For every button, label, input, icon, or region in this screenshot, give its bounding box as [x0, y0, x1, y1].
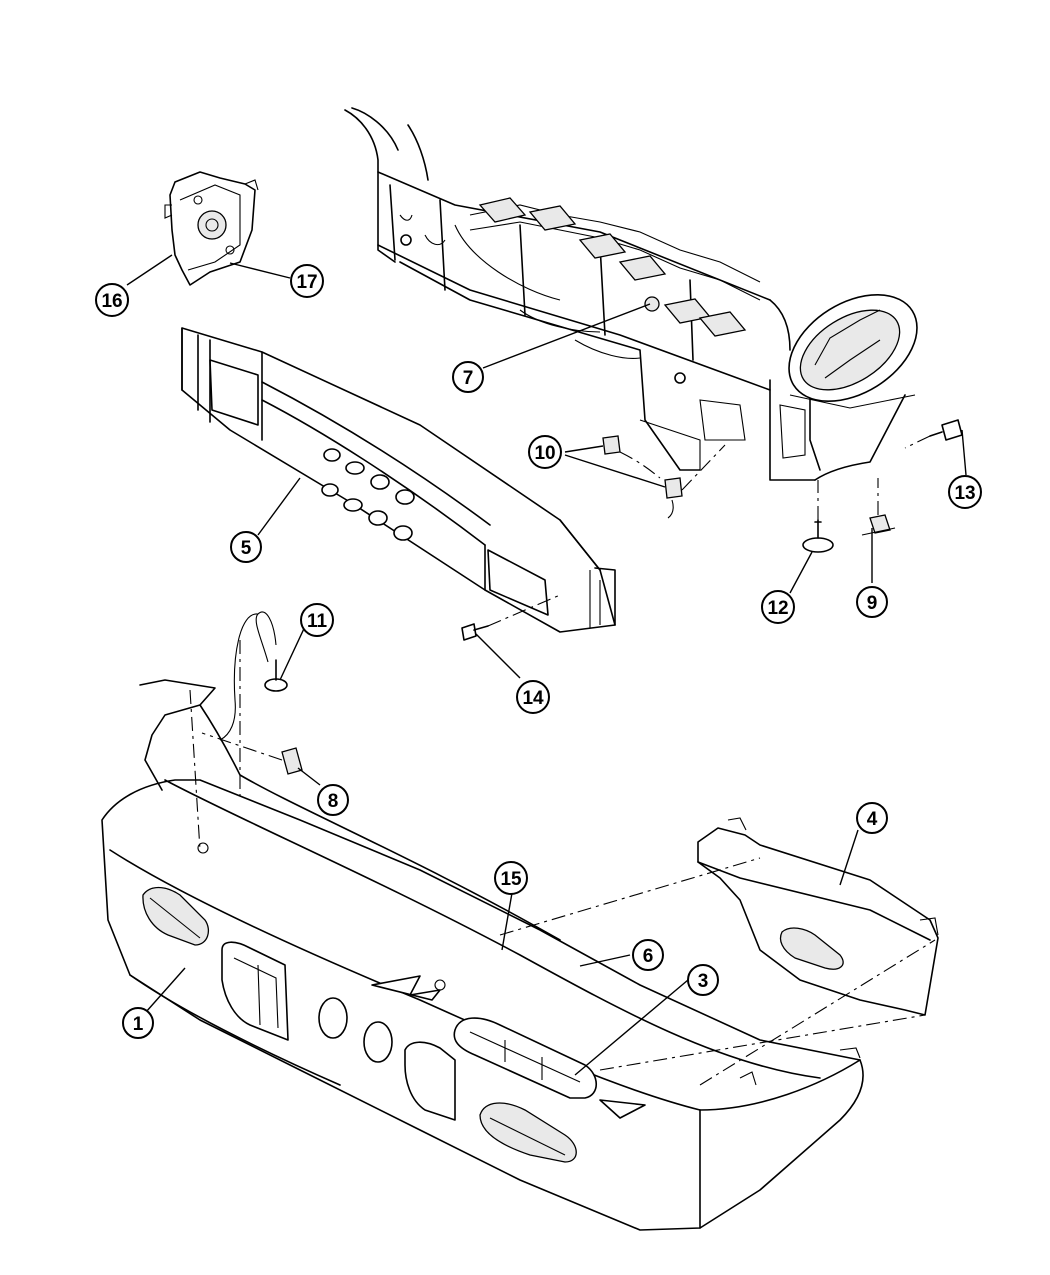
- fascia-support: [499, 817, 939, 1086]
- callout-12-label: 12: [767, 598, 788, 619]
- front-body-structure: [344, 107, 918, 481]
- callout-5-label: 5: [241, 538, 252, 559]
- callout-1-label: 1: [133, 1014, 144, 1035]
- callout-7: 7: [452, 361, 484, 393]
- callout-5: 5: [230, 531, 262, 563]
- callout-15-label: 15: [500, 869, 522, 890]
- bumper-fascia: [101, 679, 864, 1231]
- callout-6: 6: [632, 939, 664, 971]
- callout-9: 9: [856, 586, 888, 618]
- callout-4: 4: [856, 802, 888, 834]
- callout-16: 16: [95, 283, 129, 317]
- callout-16-label: 16: [101, 291, 122, 312]
- callout-3: 3: [687, 964, 719, 996]
- callout-17: 17: [290, 264, 324, 298]
- callout-10-label: 10: [534, 443, 555, 464]
- callout-11-label: 11: [307, 611, 328, 632]
- callout-4-label: 4: [867, 809, 878, 830]
- callout-8: 8: [317, 784, 349, 816]
- callout-3-label: 3: [698, 971, 709, 992]
- leader-lines: [126, 254, 967, 1076]
- callout-14-label: 14: [522, 688, 544, 709]
- bracket-assembly: [164, 171, 259, 286]
- callout-8-label: 8: [328, 791, 339, 812]
- callout-10: 10: [528, 435, 562, 469]
- callout-17-label: 17: [296, 272, 317, 293]
- callout-9-label: 9: [867, 593, 878, 614]
- callout-7-label: 7: [463, 368, 474, 389]
- callout-13-label: 13: [954, 483, 975, 504]
- callout-12: 12: [761, 590, 795, 624]
- bumper-reinforcement-beam: [181, 327, 616, 633]
- callout-13: 13: [948, 475, 982, 509]
- callout-1: 1: [122, 1007, 154, 1039]
- callout-6-label: 6: [643, 946, 654, 967]
- callout-14: 14: [516, 680, 550, 714]
- callout-15: 15: [494, 861, 528, 895]
- callout-11: 11: [300, 603, 334, 637]
